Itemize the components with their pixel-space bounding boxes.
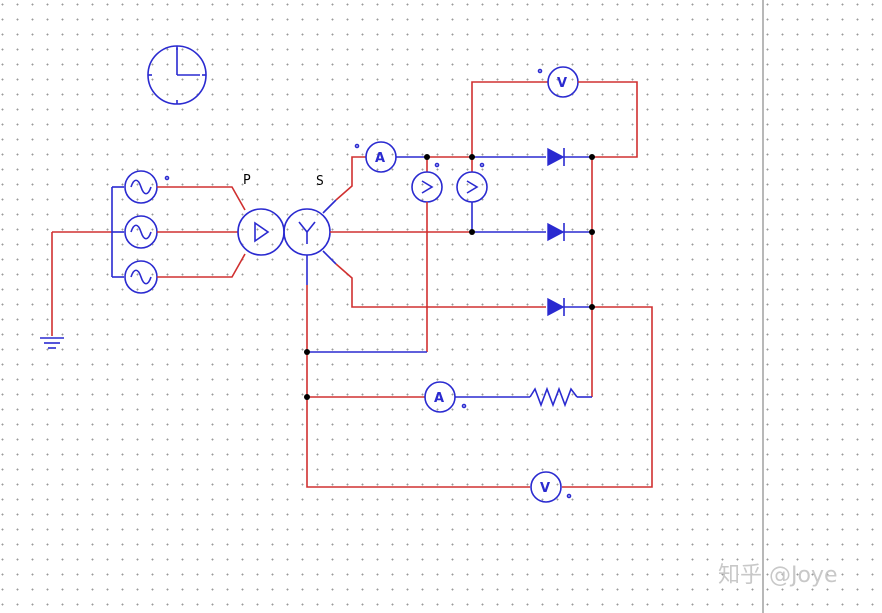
resistor-icon[interactable] — [529, 386, 578, 408]
transformer-secondary-wye-icon[interactable] — [283, 208, 331, 256]
ammeter-load-label: A — [434, 391, 444, 406]
sec-term-a — [322, 199, 337, 214]
clock-icon[interactable] — [147, 45, 207, 105]
ground-icon[interactable] — [40, 232, 64, 349]
wire-phase-a — [157, 186, 246, 211]
voltmeter-line-icon[interactable] — [456, 171, 488, 203]
junctions — [304, 154, 595, 400]
voltmeter-output-label: V — [540, 481, 550, 496]
voltmeter-output-icon[interactable] — [530, 471, 562, 503]
watermark-text: 知乎 @Joye — [718, 563, 838, 588]
right-panel-area — [762, 0, 882, 613]
diode-2-icon[interactable] — [547, 222, 565, 242]
primary-label: P — [243, 173, 251, 188]
voltmeter-phase-icon[interactable] — [411, 171, 443, 203]
secondary-label: S — [316, 174, 324, 189]
source-neutral-bus — [111, 186, 124, 278]
ac-source-icon[interactable] — [124, 260, 158, 294]
diode-1-icon[interactable] — [547, 147, 565, 167]
transformer-primary-delta-icon[interactable] — [237, 208, 285, 256]
ammeter-a-label: A — [375, 151, 385, 166]
wire-sec-a — [335, 156, 366, 201]
wire-phase-c — [157, 253, 246, 278]
voltmeter-top-label: V — [557, 76, 567, 91]
ac-source-icon[interactable] — [124, 215, 158, 249]
diode-3-icon[interactable] — [547, 297, 565, 317]
sec-term-c — [322, 250, 337, 265]
wire-sec-c — [335, 263, 546, 308]
wire-vm-top — [471, 81, 548, 157]
neutral-bus — [306, 285, 530, 488]
